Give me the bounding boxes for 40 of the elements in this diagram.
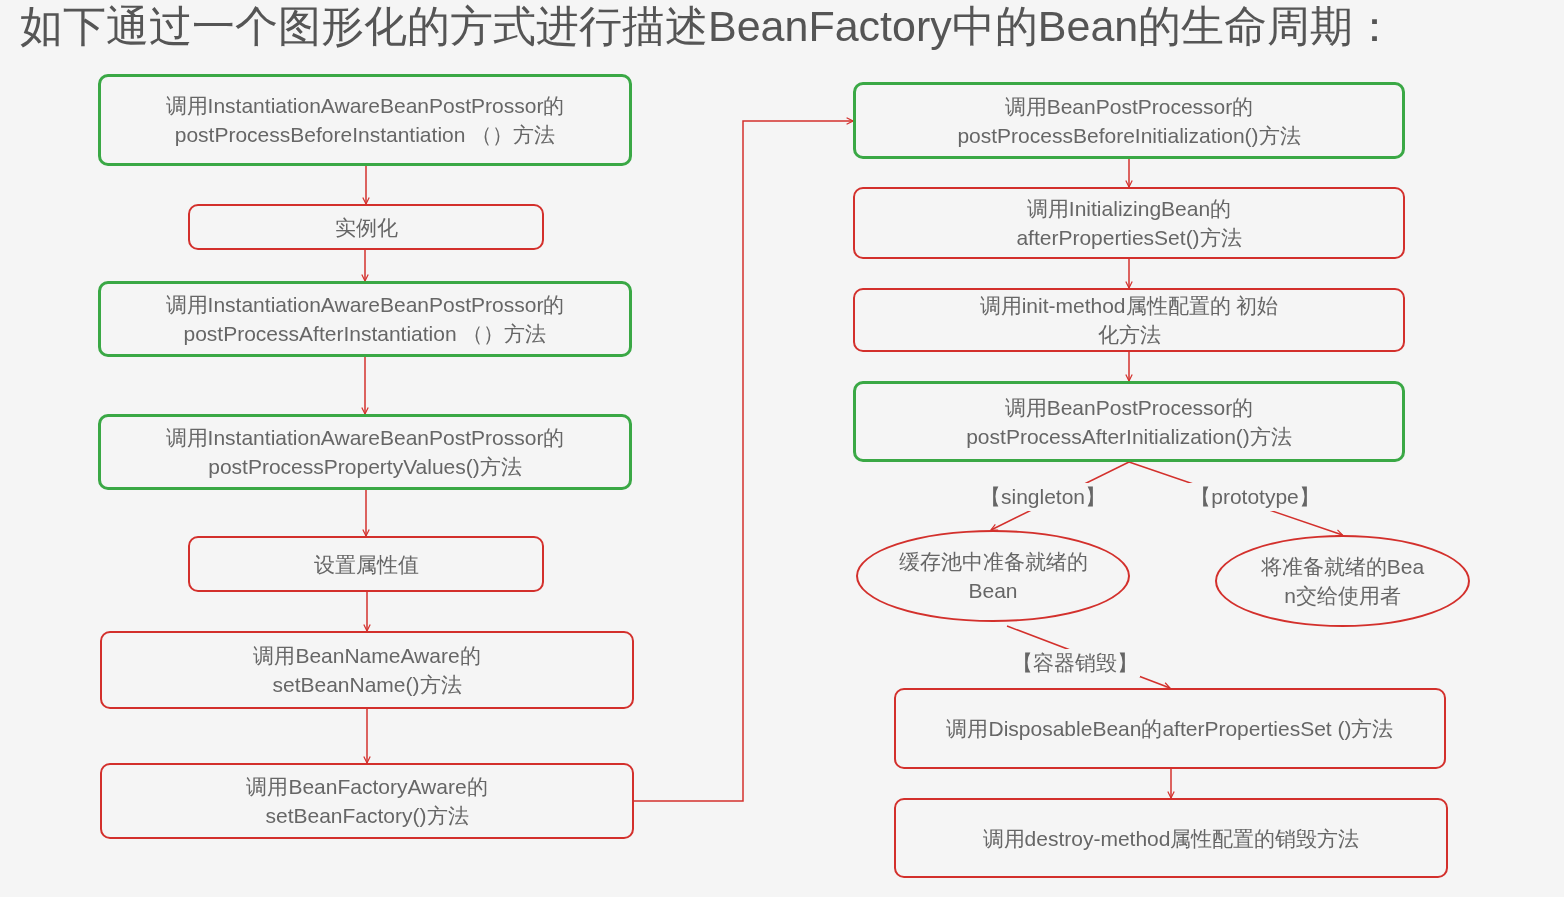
- node-text: 调用BeanPostProcessor的 postProcessAfterInitialization()方法: [965, 394, 1293, 450]
- process-box: [100, 631, 634, 709]
- node-text: 设置属性值: [313, 551, 419, 578]
- node-text: 调用BeanNameAware的 setBeanName()方法: [252, 643, 482, 698]
- arrow: [362, 489, 370, 537]
- node-text: 实例化: [334, 214, 398, 241]
- arrow: [1125, 258, 1133, 289]
- process-box: [894, 798, 1448, 878]
- process-box: [100, 763, 634, 839]
- process-box: [853, 381, 1405, 462]
- arrow: [363, 591, 371, 632]
- process-box: [853, 187, 1405, 259]
- process-box: [98, 74, 632, 166]
- arrow: [1167, 768, 1175, 799]
- arrow: [363, 708, 371, 764]
- arrow: [361, 249, 369, 282]
- node-text: 将准备就绪的Bean交给使用者: [1260, 554, 1425, 609]
- process-box: [98, 414, 632, 490]
- node-text: 调用InstantiationAwareBeanPostProssor的 postProcessBeforeInstantiation （）方法: [164, 93, 566, 148]
- process-box: [98, 281, 632, 357]
- node-text: 调用InstantiationAwareBeanPostProssor的 postProcessAfterInstantiation （）方法: [164, 292, 566, 347]
- arrow: [633, 117, 854, 802]
- arrow: [1125, 158, 1133, 188]
- arrow: [361, 356, 369, 415]
- node-text: 调用BeanPostProcessor的 postProcessBeforeInitialization()方法: [956, 93, 1302, 149]
- node-text: 调用InitializingBean的 afterPropertiesSet()方法: [1015, 196, 1243, 251]
- node-text: 调用init-method属性配置的 初始化方法: [979, 293, 1279, 348]
- process-box: [894, 688, 1446, 769]
- node-text: 调用BeanFactoryAware的 setBeanFactory()方法: [245, 774, 489, 829]
- arrow: [1125, 351, 1133, 382]
- node-text: 调用InstantiationAwareBeanPostProssor的 postProcessPropertyValues()方法: [164, 425, 566, 480]
- node-text: 缓存池中准备就绪的Bean: [898, 549, 1088, 604]
- node-text: 调用destroy-method属性配置的销毁方法: [982, 825, 1360, 852]
- process-box: [188, 536, 544, 592]
- process-box: [188, 204, 544, 250]
- title: 如下通过一个图形化的方式进行描述BeanFactory中的Bean的生命周期：: [20, 1, 1397, 52]
- process-box: [853, 288, 1405, 352]
- process-box: [853, 82, 1405, 159]
- arrow: [362, 165, 370, 205]
- node-text: 调用DisposableBean的afterPropertiesSet ()方法: [946, 716, 1394, 742]
